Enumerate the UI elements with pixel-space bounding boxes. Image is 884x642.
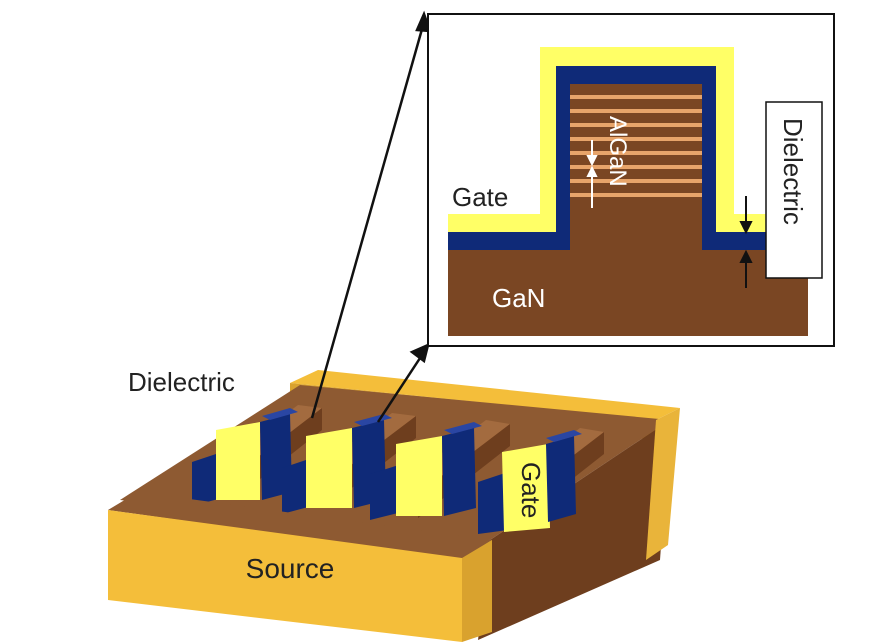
- source-side: [462, 540, 492, 642]
- inset-gan-label: GaN: [492, 283, 545, 313]
- inset-gate-label: Gate: [452, 182, 508, 212]
- inset-algan-thickness-arrows: [586, 140, 598, 208]
- back-rail-top: [290, 370, 680, 420]
- inset-gan-body: [448, 84, 808, 336]
- rail-end: [646, 408, 680, 560]
- inset-cross-section: AlGaN GaN Gate Dielectric: [427, 13, 835, 347]
- inset-algan-stripes: [570, 95, 702, 197]
- source-label: Source: [246, 553, 335, 584]
- device-3d: Source Gate Dielectric: [108, 367, 680, 642]
- zoom-pointers: [310, 10, 432, 423]
- gate-stack-3: [370, 422, 482, 520]
- inset-dielectric-label-box: [765, 101, 823, 279]
- gan-substrate-side: [478, 420, 670, 640]
- gate-stack-4: [478, 430, 582, 534]
- source-top: [108, 492, 492, 560]
- dielectric-label: Dielectric: [128, 367, 235, 397]
- inset-dielectric-thickness-arrows: [739, 196, 753, 288]
- inset-dielectric-label: Dielectric: [778, 118, 808, 225]
- source-front: [108, 510, 462, 642]
- inset-algan-label: AlGaN: [604, 116, 631, 187]
- gate-label-vertical: Gate: [516, 462, 546, 518]
